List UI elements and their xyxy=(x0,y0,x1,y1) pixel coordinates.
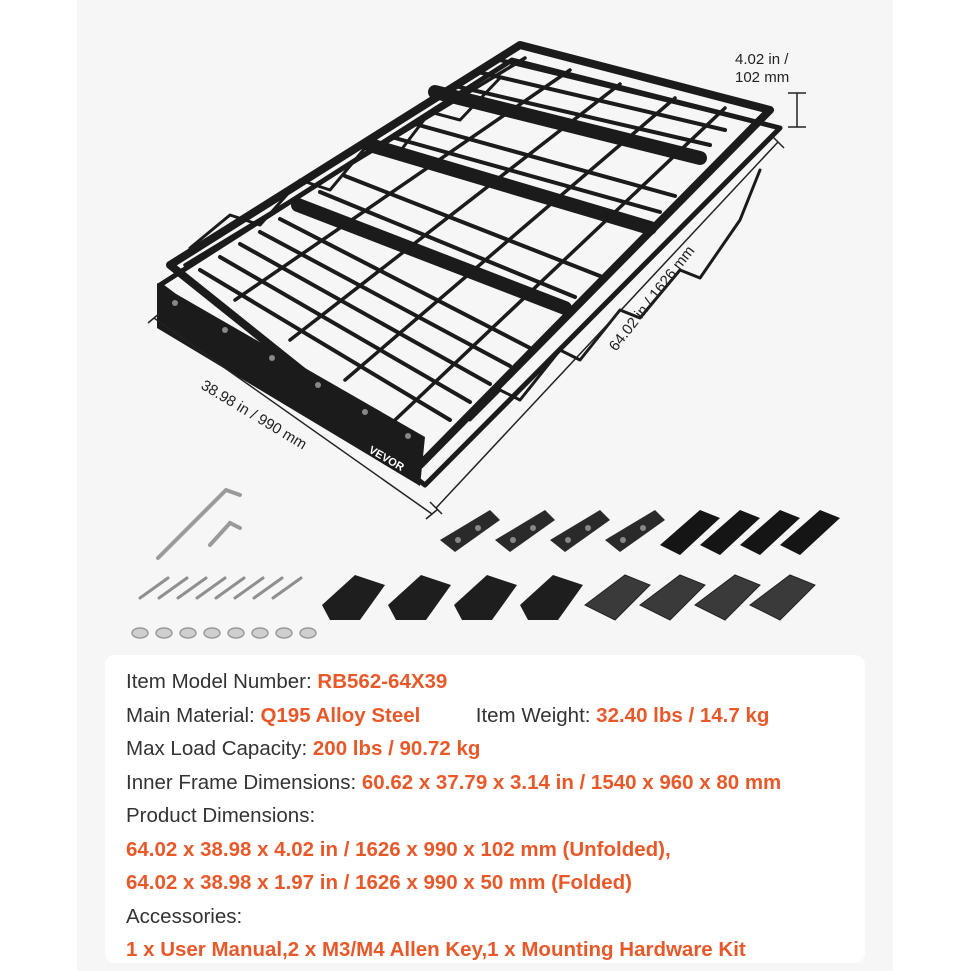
spec-inner-value: 60.62 x 37.79 x 3.14 in / 1540 x 960 x 8… xyxy=(361,770,782,794)
roof-rack-basket xyxy=(157,41,783,488)
height-dimension-label: 4.02 in / xyxy=(735,51,789,68)
spec-product-dimensions-label: Product Dimensions: xyxy=(126,804,316,827)
wind-fairing xyxy=(157,283,425,486)
spec-inner-frame: Inner Frame Dimensions: 60.62 x 37.79 x … xyxy=(126,770,782,794)
spec-accessories-value: 1 x User Manual,2 x M3/M4 Allen Key,1 x … xyxy=(126,938,746,961)
length-dimension-marker xyxy=(429,135,785,515)
spec-product-folded: 64.02 x 38.98 x 1.97 in / 1626 x 990 x 5… xyxy=(126,871,632,894)
rubber-pad-set-icon xyxy=(660,510,840,555)
spec-model-value: RB562-64X39 xyxy=(317,670,448,693)
spec-model: Item Model Number: RB562-64X39 xyxy=(126,670,448,693)
clamp-block-set-icon xyxy=(322,575,583,620)
spec-weight-value: 32.40 lbs / 14.7 kg xyxy=(596,703,770,727)
height-dimension-marker xyxy=(788,92,806,128)
spec-material-value: Q195 Alloy Steel xyxy=(260,703,421,727)
product-illustration: VEVOR 4.02 in / 102 mm 64.02 in / 1626 m… xyxy=(131,41,840,639)
allen-key-icon xyxy=(156,487,242,560)
mounting-bracket-set-icon xyxy=(440,510,665,552)
spec-load-value: 200 lbs / 90.72 kg xyxy=(312,737,481,760)
height-dimension-label-mm: 102 mm xyxy=(735,69,789,86)
spec-list: Item Model Number: RB562-64X39 Main Mate… xyxy=(126,665,781,967)
spec-product-unfolded: 64.02 x 38.98 x 4.02 in / 1626 x 990 x 1… xyxy=(126,837,671,861)
bolt-set-icon xyxy=(138,576,303,600)
washer-set-icon xyxy=(131,627,317,639)
clamp-plate-set-icon xyxy=(584,574,816,621)
spec-load: Max Load Capacity: 200 lbs / 90.72 kg xyxy=(126,737,481,760)
width-dimension-marker xyxy=(147,312,439,520)
spec-accessories-label: Accessories: xyxy=(126,904,243,928)
spec-material-weight: Main Material: Q195 Alloy Steel Item Wei… xyxy=(126,703,770,727)
spec-card xyxy=(105,655,865,963)
